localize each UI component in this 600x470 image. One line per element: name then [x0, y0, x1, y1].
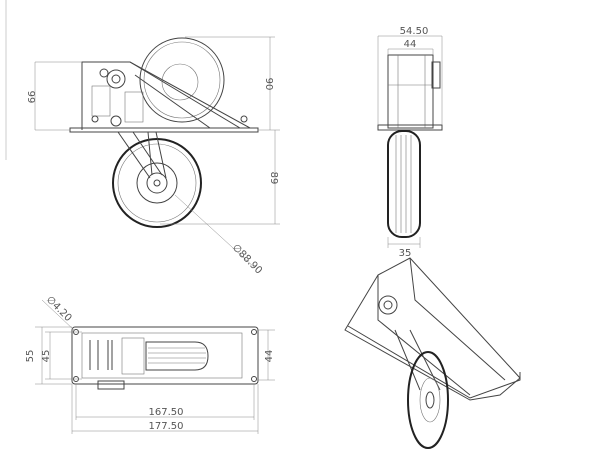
dim-length-inner: 167.50 [149, 407, 184, 418]
dim-total-height: 90 [263, 78, 274, 91]
side-frame [81, 61, 251, 130]
wheel-front [387, 130, 421, 238]
top-view: 55 45 44 167.50 177.50 ∅4.20 [25, 294, 275, 434]
side-view: 66 90 89 ∅88.90 [27, 36, 280, 277]
dim-hole-diameter: ∅4.20 [44, 294, 74, 324]
base-plate [69, 127, 259, 133]
isometric-view [344, 257, 521, 449]
dim-front-width-inner: 44 [404, 39, 417, 50]
rear-wheel [139, 37, 225, 123]
iso-wheel [407, 351, 449, 449]
dim-front-width-outer: 54.50 [400, 26, 429, 37]
wheel-strut [117, 131, 167, 179]
gear [431, 61, 441, 89]
dim-wheel-height: 89 [268, 172, 279, 185]
dim-top-width-outer: 55 [25, 350, 36, 363]
front-wheel [112, 138, 202, 228]
iso-pulley [378, 295, 398, 315]
dim-top-width-inner: 45 [41, 350, 52, 363]
dim-top-width-right: 44 [264, 350, 275, 363]
dim-frame-height: 66 [27, 91, 38, 104]
pulley [106, 69, 126, 89]
gear-top [97, 380, 125, 390]
dim-wheel-width: 35 [399, 248, 412, 259]
dim-length-outer: 177.50 [149, 421, 184, 432]
dim-wheel-diameter: ∅88.90 [230, 242, 264, 276]
front-view: 54.50 44 35 [377, 26, 443, 259]
